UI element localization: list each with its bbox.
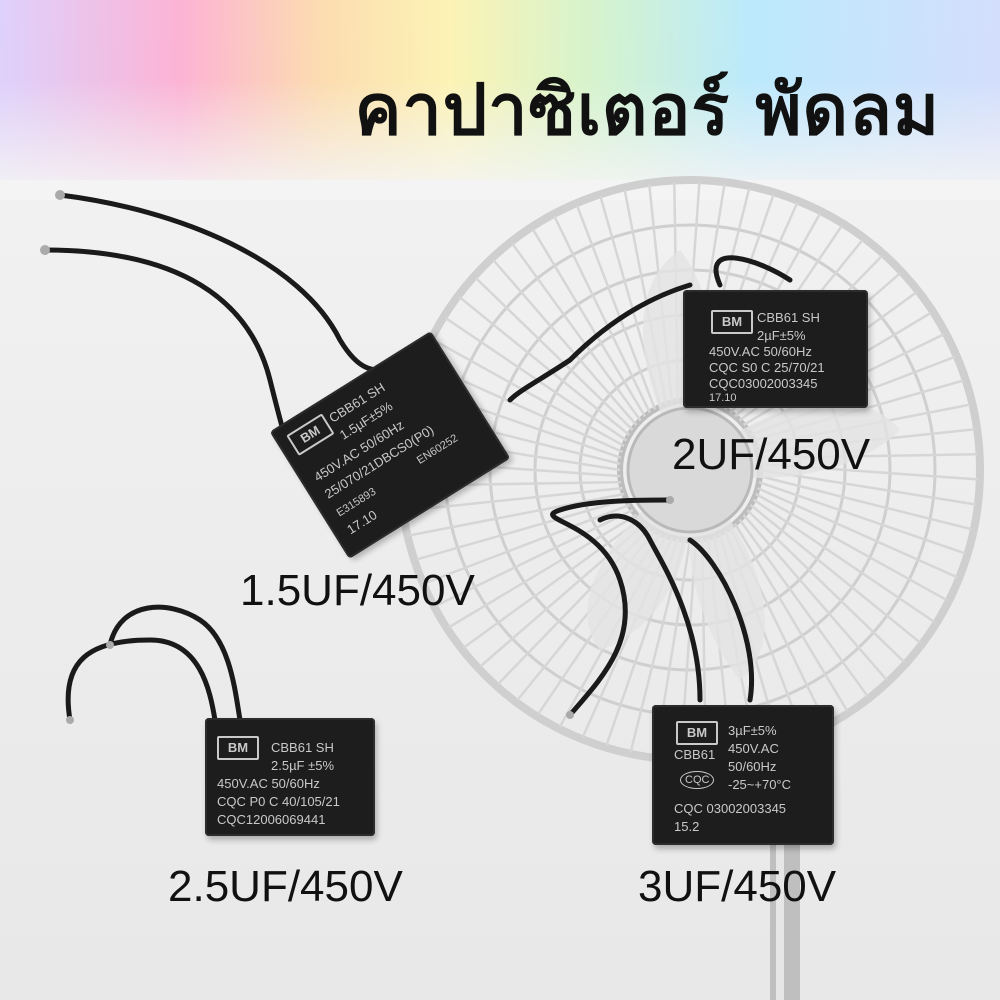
brand-logo: BM [711,310,753,334]
capacitor-date: 17.10 [709,392,737,404]
brand-logo: BM [676,721,718,745]
fan-grill-spoke [746,509,906,664]
product-label-2-5uf: 2.5UF/450V [168,862,403,911]
capacitor-rating: 2µF±5% [757,328,806,343]
fan-grill-spoke [458,296,631,436]
brand-logo: BM [286,413,335,456]
capacitor-3uf: BM CBB61 3µF±5% 450V.AC 50/60Hz -25~+70°… [652,705,834,845]
capacitor-date: 15.2 [674,819,700,834]
fan-grill-spoke [757,486,958,579]
capacitor-model: CBB61 SH [757,310,820,325]
fan-grill-spoke [511,242,642,422]
capacitor-code: CQC12006069441 [217,812,326,827]
capacitor-voltage: 450V.AC 50/60Hz [709,344,812,359]
fan-grill-spoke [415,498,627,561]
capacitor-temperature: -25~+70°C [728,777,792,792]
capacitor-frequency: 50/60Hz [728,759,777,774]
fan-grill-spoke [758,480,967,555]
product-label-1-5uf: 1.5UF/450V [240,566,475,615]
capacitor-voltage: 450V.AC [728,741,779,756]
fan-grill-spoke [462,518,642,649]
capacitor-model: CBB61 SH [271,740,334,755]
header-fade [0,80,1000,200]
fan-grill-spoke [733,522,849,712]
page-title: คาปาซิเตอร์ พัดลม [354,69,940,151]
fan-grill-spoke [759,474,973,531]
product-label-2uf: 2UF/450V [672,430,871,479]
fan-grill-spoke [432,338,625,448]
fan-grill-spoke [755,492,948,602]
fan-grill-spoke [575,204,657,410]
fan-grill-spoke [759,468,977,506]
fan-grill-spoke [553,215,651,414]
fan-grill-spoke [742,514,888,682]
capacitor-cert: CQC P0 C 40/105/21 [217,794,340,809]
fan-grill-spoke [409,492,625,537]
fan-grill-spoke [474,276,634,431]
capacitor-code: CQC 03002003345 [674,801,787,816]
product-label-3uf: 3UF/450V [638,862,837,911]
fan-grill-spoke [749,504,922,644]
fan-grill-spoke [424,503,630,585]
capacitor-code: CQC03002003345 [709,376,818,391]
capacitor-voltage: 450V.AC 50/60Hz [217,776,320,791]
capacitor-rating: 2.5µF ±5% [271,758,335,773]
fan-grill-spoke [404,486,623,512]
capacitor-rating: 3µF±5% [728,723,777,738]
capacitor-2uf: BM CBB61 SH 2µF±5% 450V.AC 50/60Hz CQC S… [683,290,868,408]
capacitor-cert: CQC S0 C 25/70/21 [709,360,825,375]
fan-grill-spoke [531,228,647,418]
brand-logo: BM [217,736,259,760]
fan-grill-spoke [752,498,936,624]
fan-grill-spoke [435,509,634,607]
fan-grill-spoke [738,518,869,698]
fan-grill-spoke [448,513,638,629]
capacitor-model: CBB61 [674,747,716,762]
fan-grill-spoke [492,258,638,426]
capacitor-2-5uf: BM CBB61 SH 2.5µF ±5% 450V.AC 50/60Hz CQ… [205,718,375,836]
capacitor-cert: CQC [680,771,715,789]
